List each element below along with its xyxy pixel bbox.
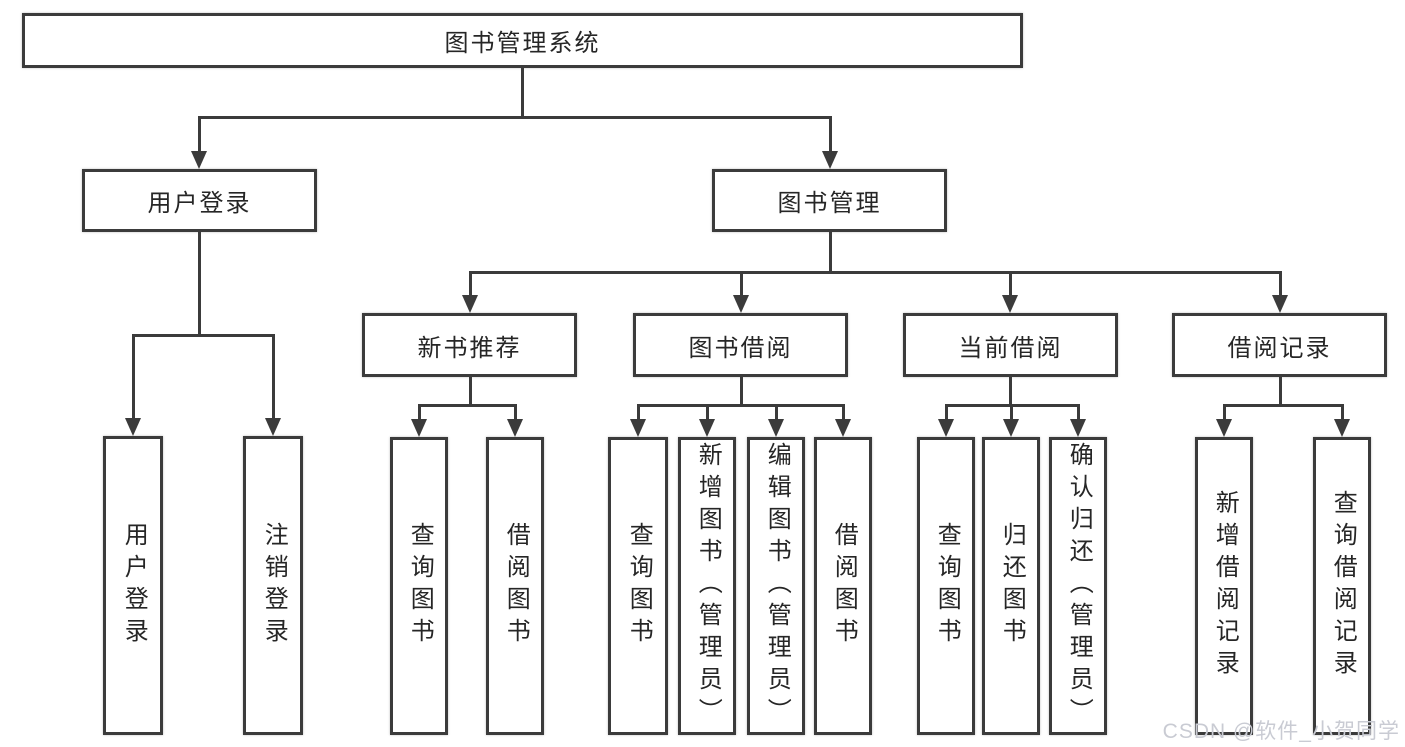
arrowhead-down-icon bbox=[411, 419, 427, 437]
node-label: 查询图书 bbox=[625, 522, 653, 650]
connector-drop-new-book-recommend bbox=[417, 405, 421, 425]
connector-bus-book-borrow bbox=[636, 403, 845, 407]
node-leaf-borrow-book-2: 借阅图书 bbox=[814, 437, 872, 735]
arrowhead-down-icon bbox=[125, 418, 141, 436]
arrowhead-down-icon bbox=[1003, 419, 1019, 437]
node-label: 图书管理 bbox=[777, 190, 882, 217]
arrowhead-down-icon bbox=[1334, 419, 1350, 437]
connector-drop-book-borrow bbox=[636, 405, 640, 425]
arrowhead-down-icon bbox=[507, 419, 523, 437]
node-root: 图书管理系统 bbox=[22, 13, 1023, 68]
node-label: 新增图书（管理员） bbox=[694, 442, 722, 730]
node-leaf-query-book-3: 查询图书 bbox=[917, 437, 975, 735]
connector-stem-new-book-recommend bbox=[468, 377, 472, 405]
node-label: 图书借阅 bbox=[688, 334, 793, 362]
node-leaf-user-login: 用户登录 bbox=[103, 436, 163, 735]
connector-drop-root bbox=[197, 117, 201, 157]
csdn-watermark: CSDN @软件_小贺同学 bbox=[1162, 720, 1400, 743]
node-leaf-add-borrow-record: 新增借阅记录 bbox=[1195, 437, 1253, 735]
node-leaf-borrow-book-1: 借阅图书 bbox=[486, 437, 544, 735]
arrowhead-down-icon bbox=[462, 295, 478, 313]
node-leaf-query-borrow-record: 查询借阅记录 bbox=[1313, 437, 1371, 735]
node-label: 用户登录 bbox=[147, 190, 252, 217]
node-label: 归还图书 bbox=[998, 522, 1026, 650]
node-label: 新书推荐 bbox=[417, 334, 522, 362]
connector-stem-user-login bbox=[197, 232, 201, 335]
node-leaf-logout: 注销登录 bbox=[243, 436, 303, 735]
arrowhead-down-icon bbox=[1002, 295, 1018, 313]
connector-bus-user-login bbox=[131, 333, 275, 337]
connector-bus-new-book-recommend bbox=[417, 403, 517, 407]
arrowhead-down-icon bbox=[768, 419, 784, 437]
node-leaf-return-book: 归还图书 bbox=[982, 437, 1040, 735]
connector-bus-book-management bbox=[468, 270, 1282, 274]
connector-drop-current-borrow bbox=[1009, 405, 1013, 425]
node-label: 注销登录 bbox=[260, 521, 288, 650]
connector-drop-book-management bbox=[1278, 272, 1282, 301]
node-leaf-edit-book-admin: 编辑图书（管理员） bbox=[747, 437, 805, 735]
connector-drop-root bbox=[828, 117, 832, 157]
connector-bus-root bbox=[197, 115, 832, 119]
connector-stem-root bbox=[520, 68, 524, 117]
connector-stem-borrow-records bbox=[1278, 377, 1282, 405]
connector-drop-current-borrow bbox=[944, 405, 948, 425]
connector-drop-book-borrow bbox=[705, 405, 709, 425]
node-label: 图书管理系统 bbox=[444, 30, 601, 57]
arrowhead-down-icon bbox=[822, 151, 838, 169]
node-label: 用户登录 bbox=[120, 521, 148, 650]
connector-drop-borrow-records bbox=[1340, 405, 1344, 425]
connector-drop-book-management bbox=[739, 272, 743, 301]
connector-drop-book-management bbox=[1008, 272, 1012, 301]
connector-stem-book-management bbox=[828, 232, 832, 272]
connector-stem-current-borrow bbox=[1008, 377, 1012, 405]
node-leaf-query-book-1: 查询图书 bbox=[390, 437, 448, 735]
arrowhead-down-icon bbox=[938, 419, 954, 437]
arrowhead-down-icon bbox=[1272, 295, 1288, 313]
node-label: 编辑图书（管理员） bbox=[763, 442, 791, 730]
node-current-borrow: 当前借阅 bbox=[903, 313, 1118, 377]
connector-bus-borrow-records bbox=[1222, 403, 1344, 407]
connector-drop-user-login bbox=[131, 335, 135, 424]
connector-drop-book-management bbox=[468, 272, 472, 301]
connector-drop-book-borrow bbox=[841, 405, 845, 425]
arrowhead-down-icon bbox=[265, 418, 281, 436]
arrowhead-down-icon bbox=[191, 151, 207, 169]
arrowhead-down-icon bbox=[835, 419, 851, 437]
arrowhead-down-icon bbox=[1070, 419, 1086, 437]
connector-drop-new-book-recommend bbox=[513, 405, 517, 425]
node-leaf-confirm-return-admin: 确认归还（管理员） bbox=[1049, 437, 1107, 735]
node-label: 查询借阅记录 bbox=[1329, 490, 1357, 682]
node-label: 查询图书 bbox=[406, 522, 434, 650]
node-leaf-add-book-admin: 新增图书（管理员） bbox=[678, 437, 736, 735]
node-label: 借阅图书 bbox=[502, 522, 530, 650]
node-label: 新增借阅记录 bbox=[1211, 490, 1239, 682]
connector-drop-book-borrow bbox=[774, 405, 778, 425]
node-new-book-recommend: 新书推荐 bbox=[362, 313, 577, 377]
arrowhead-down-icon bbox=[733, 295, 749, 313]
arrowhead-down-icon bbox=[699, 419, 715, 437]
node-label: 借阅图书 bbox=[830, 522, 858, 650]
node-book-management: 图书管理 bbox=[712, 169, 947, 232]
connector-drop-borrow-records bbox=[1222, 405, 1226, 425]
connector-drop-current-borrow bbox=[1076, 405, 1080, 425]
node-label: 借阅记录 bbox=[1227, 334, 1332, 362]
arrowhead-down-icon bbox=[630, 419, 646, 437]
arrowhead-down-icon bbox=[1216, 419, 1232, 437]
node-user-login: 用户登录 bbox=[82, 169, 317, 232]
node-borrow-records: 借阅记录 bbox=[1172, 313, 1387, 377]
node-label: 查询图书 bbox=[933, 522, 961, 650]
connector-drop-user-login bbox=[271, 335, 275, 424]
node-label: 确认归还（管理员） bbox=[1065, 442, 1093, 730]
node-label: 当前借阅 bbox=[958, 334, 1063, 362]
node-book-borrow: 图书借阅 bbox=[633, 313, 848, 377]
node-leaf-query-book-2: 查询图书 bbox=[608, 437, 668, 735]
connector-stem-book-borrow bbox=[739, 377, 743, 405]
